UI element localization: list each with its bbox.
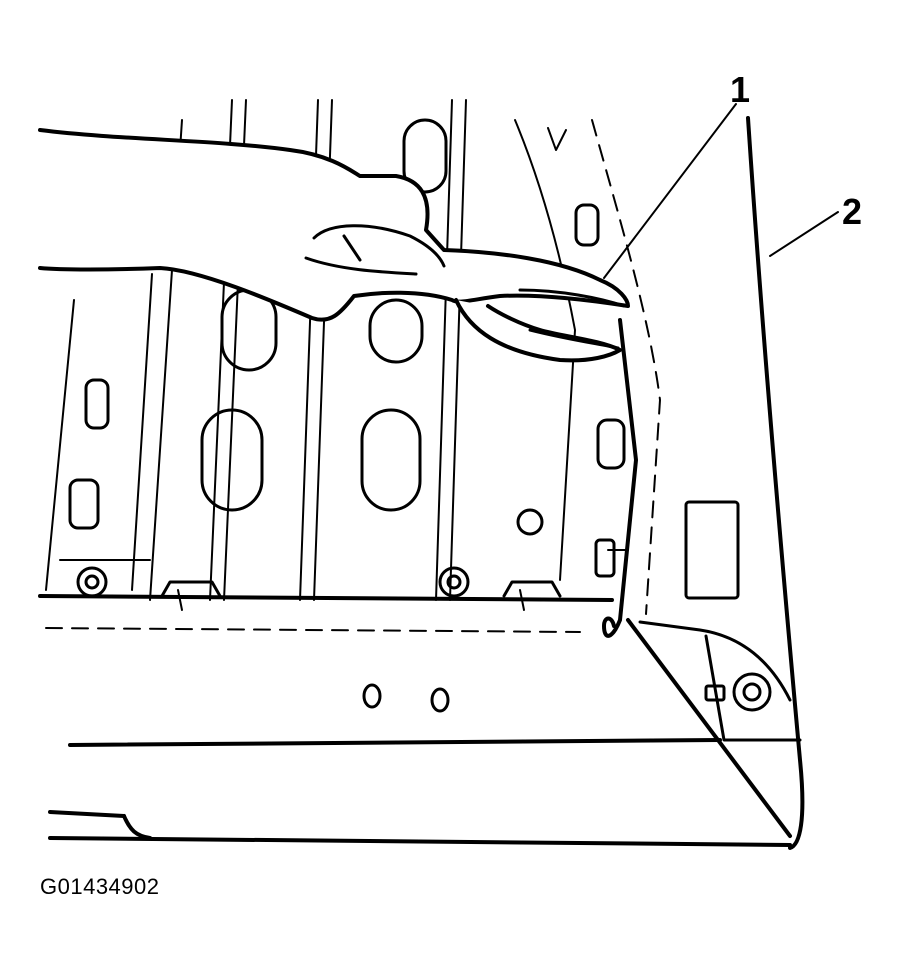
seat-pan-slots [68, 118, 626, 536]
side-trim-panel [626, 116, 805, 850]
callout-leaders [603, 103, 839, 279]
callout-1-label: 1 [730, 69, 750, 110]
hand-with-pliers [38, 128, 630, 363]
figure-id: G01434902 [40, 874, 160, 899]
callout-1-leader [603, 103, 737, 279]
callout-2-label: 2 [842, 191, 862, 232]
trim-retainer-channel [591, 119, 661, 638]
callout-2-leader [769, 211, 839, 257]
frame-bolts [76, 566, 772, 712]
seat-cushion-front [38, 594, 792, 847]
